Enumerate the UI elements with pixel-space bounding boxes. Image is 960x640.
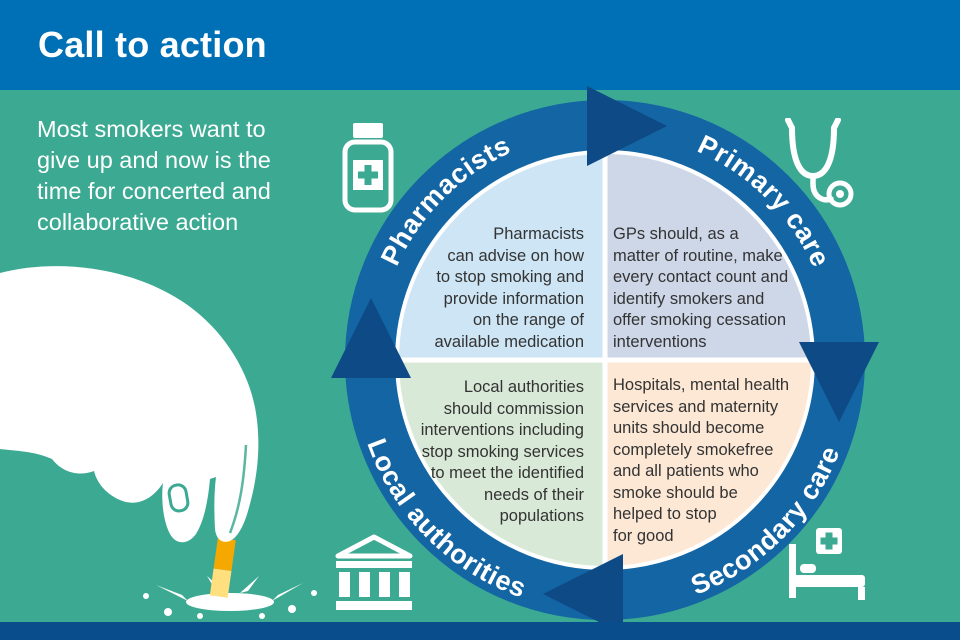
hand-silhouette xyxy=(0,266,259,543)
medicine-bottle-icon xyxy=(338,120,398,220)
quadrant-text-local-authorities: Local authorities should commission inte… xyxy=(420,378,584,525)
cycle-arrow-bottom xyxy=(543,554,623,634)
quadrant-local-authorities xyxy=(397,360,605,568)
hand-stubbing-cigarette-illustration xyxy=(0,266,317,619)
stethoscope-icon xyxy=(768,117,860,218)
cycle-arrow-top xyxy=(587,86,667,166)
quadrant-pharmacists xyxy=(397,152,605,360)
bank-building-icon xyxy=(330,533,418,618)
cycle-arrow-left xyxy=(331,298,411,378)
footer-bar xyxy=(0,622,960,640)
cigarette-butt xyxy=(209,537,236,598)
finger-crease xyxy=(228,444,248,534)
quadrant-text-secondary-care: Hospitals, mental health services and ma… xyxy=(613,376,790,545)
quadrant-text-pharmacists: Pharmacists can advise on how to stop sm… xyxy=(434,225,584,351)
page-title: Call to action xyxy=(38,24,267,65)
thumbnail-detail xyxy=(167,483,190,513)
cycle-arrow-right xyxy=(799,342,879,422)
ash-splat-icon xyxy=(143,576,317,619)
quadrant-primary-care xyxy=(605,152,813,360)
quadrant-text-primary-care: GPs should, as a matter of routine, make… xyxy=(613,225,789,351)
intro-text: Most smokers want to give up and now is … xyxy=(37,116,271,235)
hospital-bed-icon xyxy=(784,528,869,613)
header-bar: Call to action xyxy=(0,0,960,90)
quadrant-secondary-care xyxy=(605,360,813,568)
